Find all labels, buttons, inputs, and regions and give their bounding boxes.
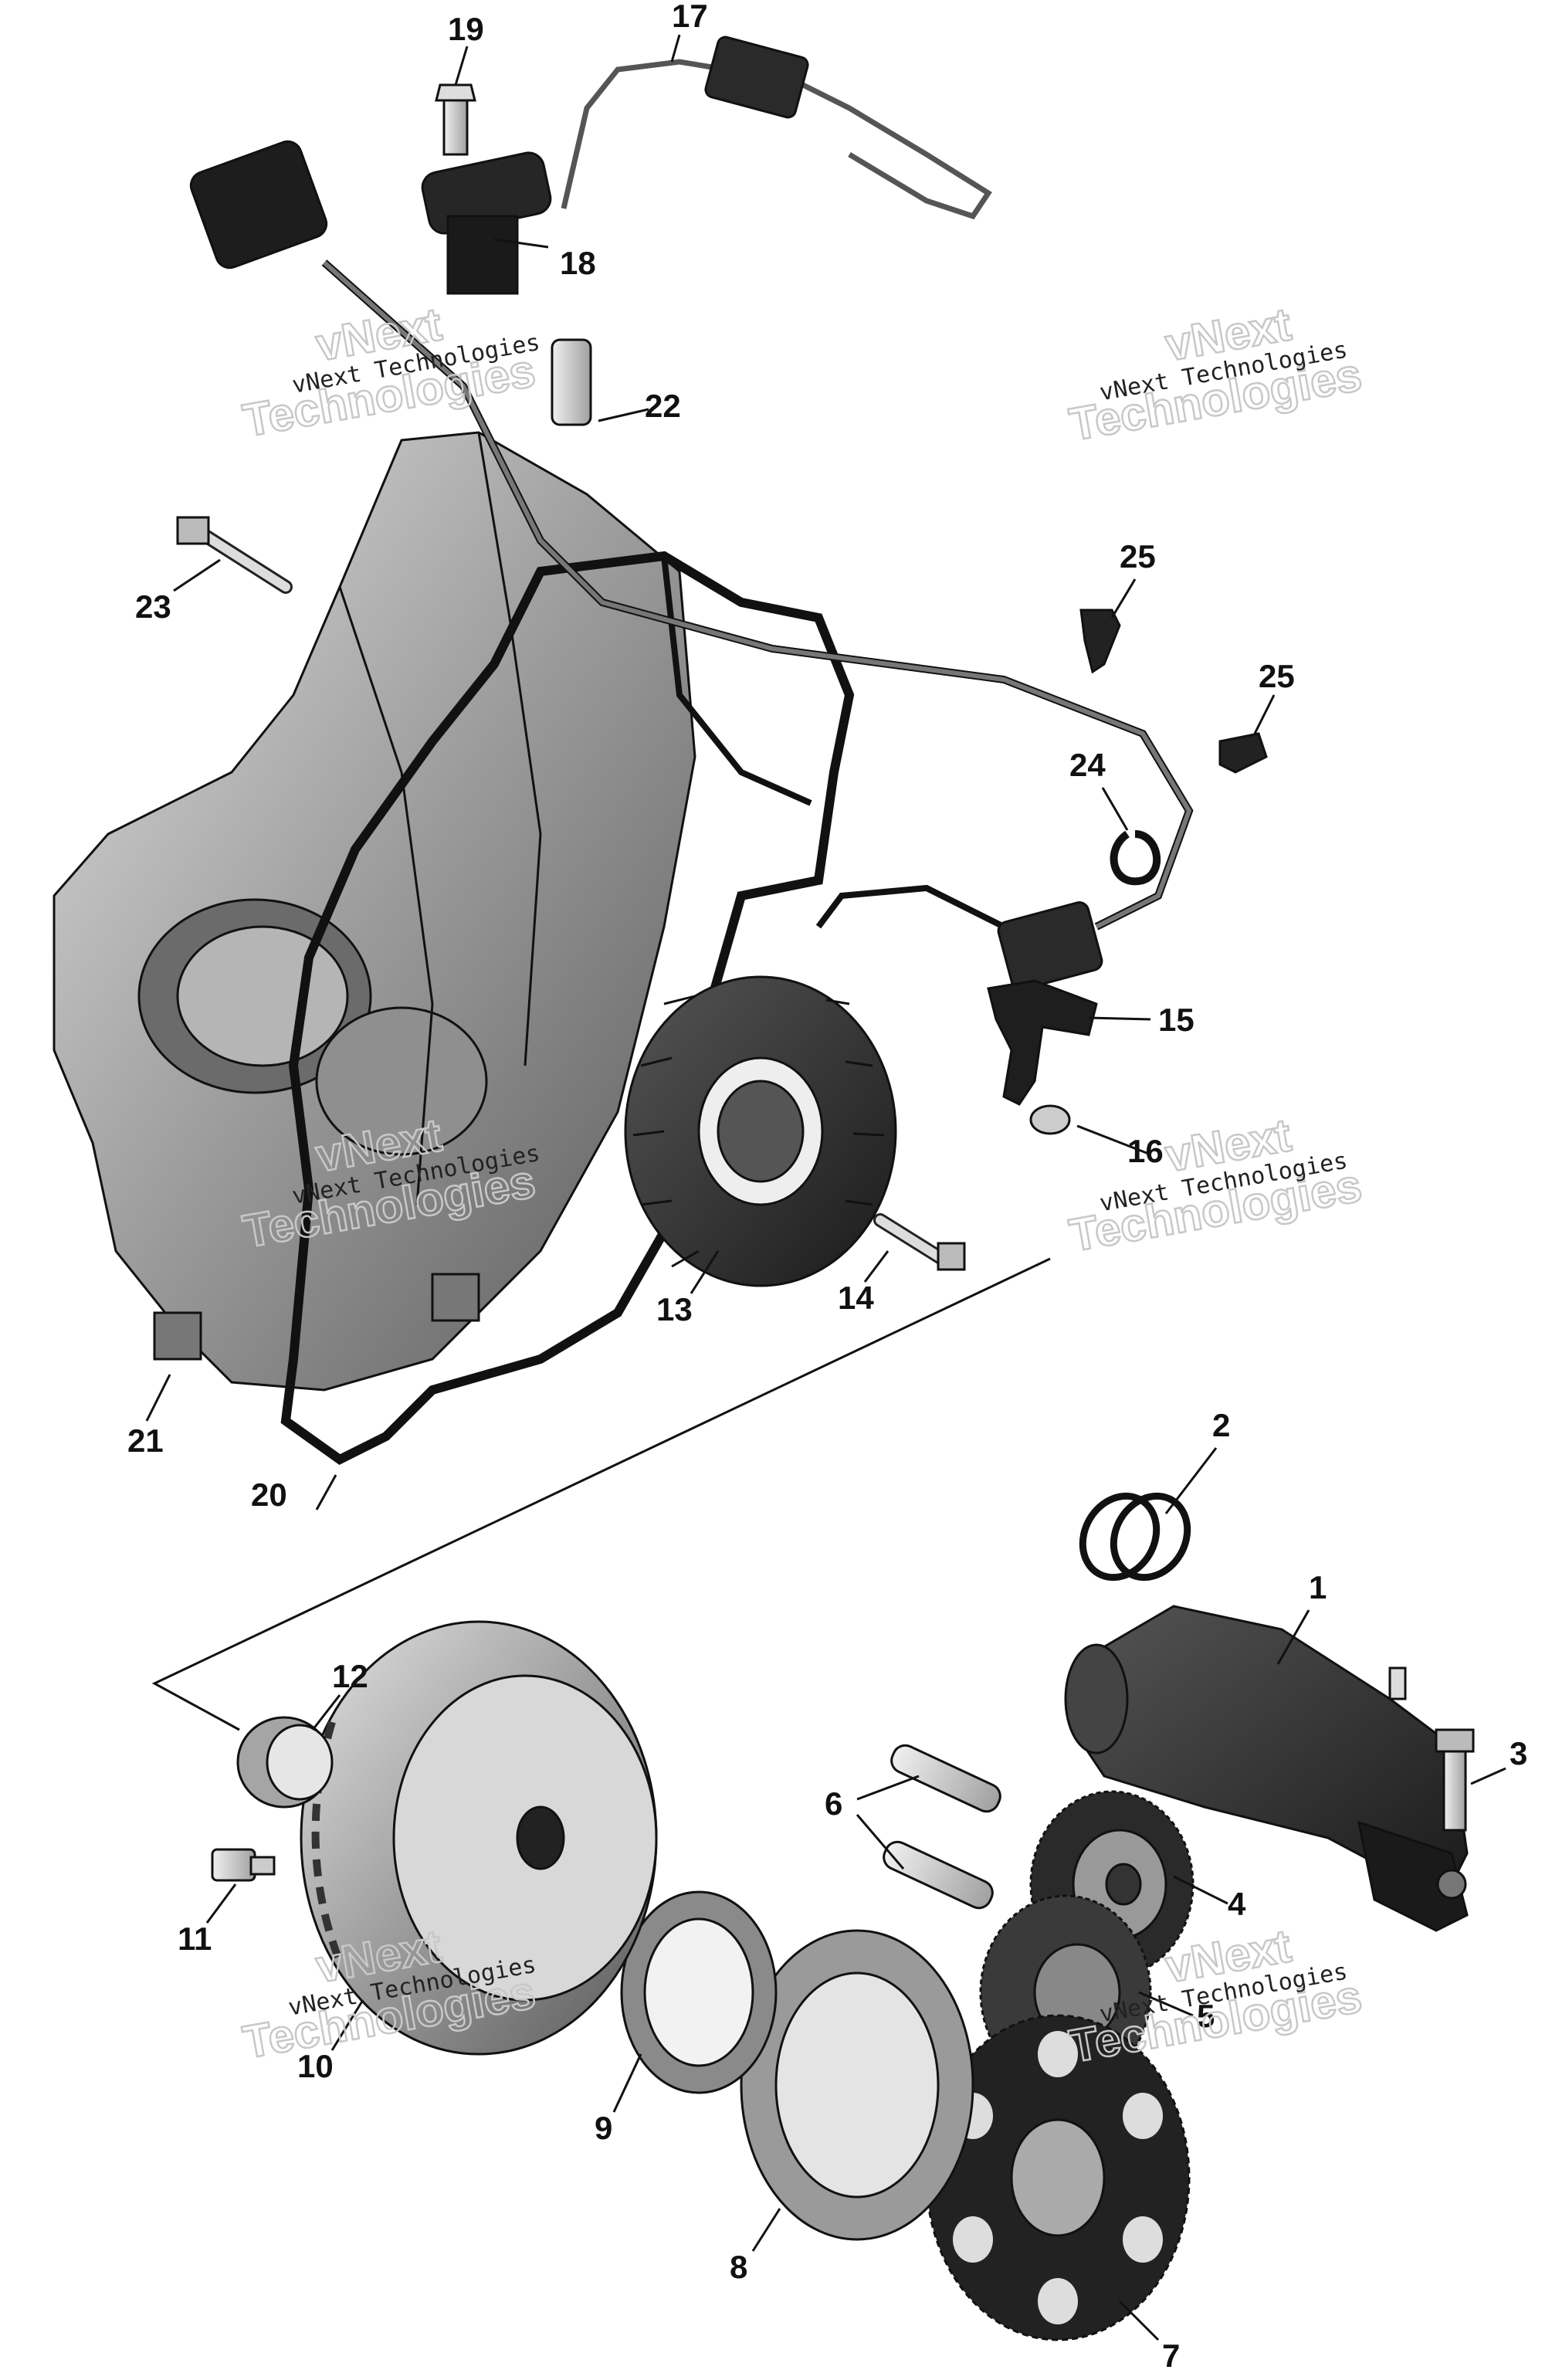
callout-18: 18: [560, 245, 596, 281]
callout-24: 24: [1069, 747, 1106, 783]
o-rings: [1079, 1492, 1191, 1582]
callout-2: 2: [1212, 1407, 1230, 1443]
group-bracket-line: [151, 1257, 1051, 1731]
dowel-sleeve: [551, 338, 592, 426]
callout-7: 7: [1162, 2338, 1180, 2374]
retainer-plate: [740, 1929, 974, 2241]
callout-12: 12: [332, 1658, 368, 1694]
callout-25-upper: 25: [1120, 538, 1156, 575]
callout-23: 23: [135, 588, 171, 625]
callout-4: 4: [1228, 1886, 1246, 1922]
cover-gasket: [280, 551, 855, 1465]
harness-connector: [189, 140, 328, 270]
sprag-bearing: [620, 1890, 778, 2094]
callout-16: 16: [1127, 1133, 1164, 1169]
callout-1: 1: [1309, 1569, 1327, 1605]
callout-19: 19: [448, 11, 484, 47]
flywheel-rotor: [300, 1620, 658, 2056]
starter-ring-gear: [925, 2014, 1191, 2341]
callout-9: 9: [595, 2110, 612, 2146]
cover-bolt: [176, 516, 293, 594]
push-rivet-lower: [1218, 732, 1268, 774]
leader-lines: [145, 34, 1506, 2341]
callout-15: 15: [1158, 1002, 1194, 1038]
push-rivet-upper: [1079, 609, 1121, 674]
stator-bolt: [873, 1213, 966, 1271]
callout-6: 6: [825, 1785, 842, 1822]
callout-3: 3: [1510, 1735, 1527, 1771]
engine-cover-housing: [53, 431, 696, 1392]
wiring-harness: [189, 36, 1194, 991]
watermark-middle-right: vNext Technologies vNext Technologies: [1065, 1108, 1367, 1263]
callout-17: 17: [672, 0, 708, 34]
harness-bracket: [987, 979, 1098, 1106]
callout-10: 10: [297, 2048, 334, 2084]
stator: [624, 975, 897, 1287]
flywheel-bolt: [211, 1848, 276, 1882]
sensor-screw: [435, 83, 476, 156]
callout-14: 14: [838, 1280, 874, 1316]
flywheel-nut: [236, 1716, 334, 1809]
bracket-screw: [1029, 1104, 1071, 1135]
watermark-top-left: vNext Technologies vNext Technologies: [239, 297, 542, 448]
callout-22: 22: [645, 388, 681, 424]
callout-5: 5: [1197, 1998, 1215, 2034]
starter-bolt: [1435, 1728, 1475, 1832]
callout-11: 11: [178, 1921, 212, 1957]
watermark-top-right: vNext Technologies vNext Technologies: [1065, 297, 1367, 452]
starter-motor: [1064, 1605, 1469, 1932]
callout-13: 13: [656, 1291, 693, 1327]
harness-clip: [1110, 830, 1161, 886]
callout-21: 21: [127, 1422, 164, 1459]
callout-20: 20: [251, 1476, 287, 1513]
speed-sensor: [421, 151, 552, 295]
callout-25-lower: 25: [1259, 658, 1295, 694]
idler-shaft-pins: [883, 1744, 1001, 1910]
callout-8: 8: [730, 2249, 747, 2285]
